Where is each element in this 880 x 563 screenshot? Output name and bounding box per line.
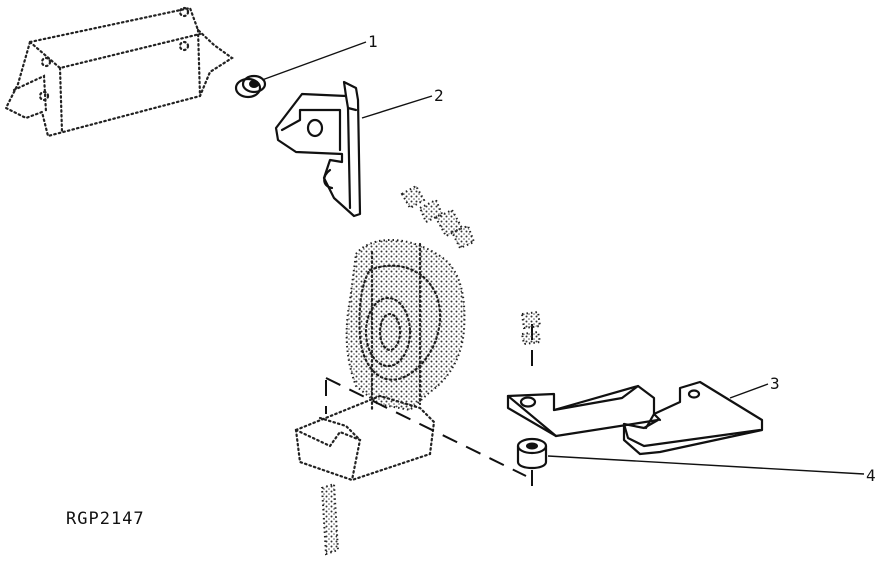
reference-mounting-block: [294, 394, 436, 556]
mounting-bracket-part-2: [274, 80, 362, 218]
leader-line-2: [361, 95, 433, 119]
reference-cap-screw: [400, 184, 476, 250]
reference-nut: [520, 310, 542, 346]
leader-line-3: [729, 383, 769, 399]
reference-housing: [4, 6, 234, 138]
callout-number-2: 2: [434, 86, 444, 105]
figure-id-label: RGP2147: [66, 509, 145, 529]
leader-line-4: [547, 455, 865, 475]
callout-number-4: 4: [866, 466, 876, 485]
support-bracket-part-3: [506, 380, 764, 456]
callout-number-1: 1: [368, 32, 378, 51]
callout-number-3: 3: [770, 374, 780, 393]
spacer-part-4: [516, 437, 548, 470]
leader-line-1: [261, 41, 367, 81]
reference-alternator: [345, 239, 466, 412]
spacer-part-1: [234, 74, 267, 99]
